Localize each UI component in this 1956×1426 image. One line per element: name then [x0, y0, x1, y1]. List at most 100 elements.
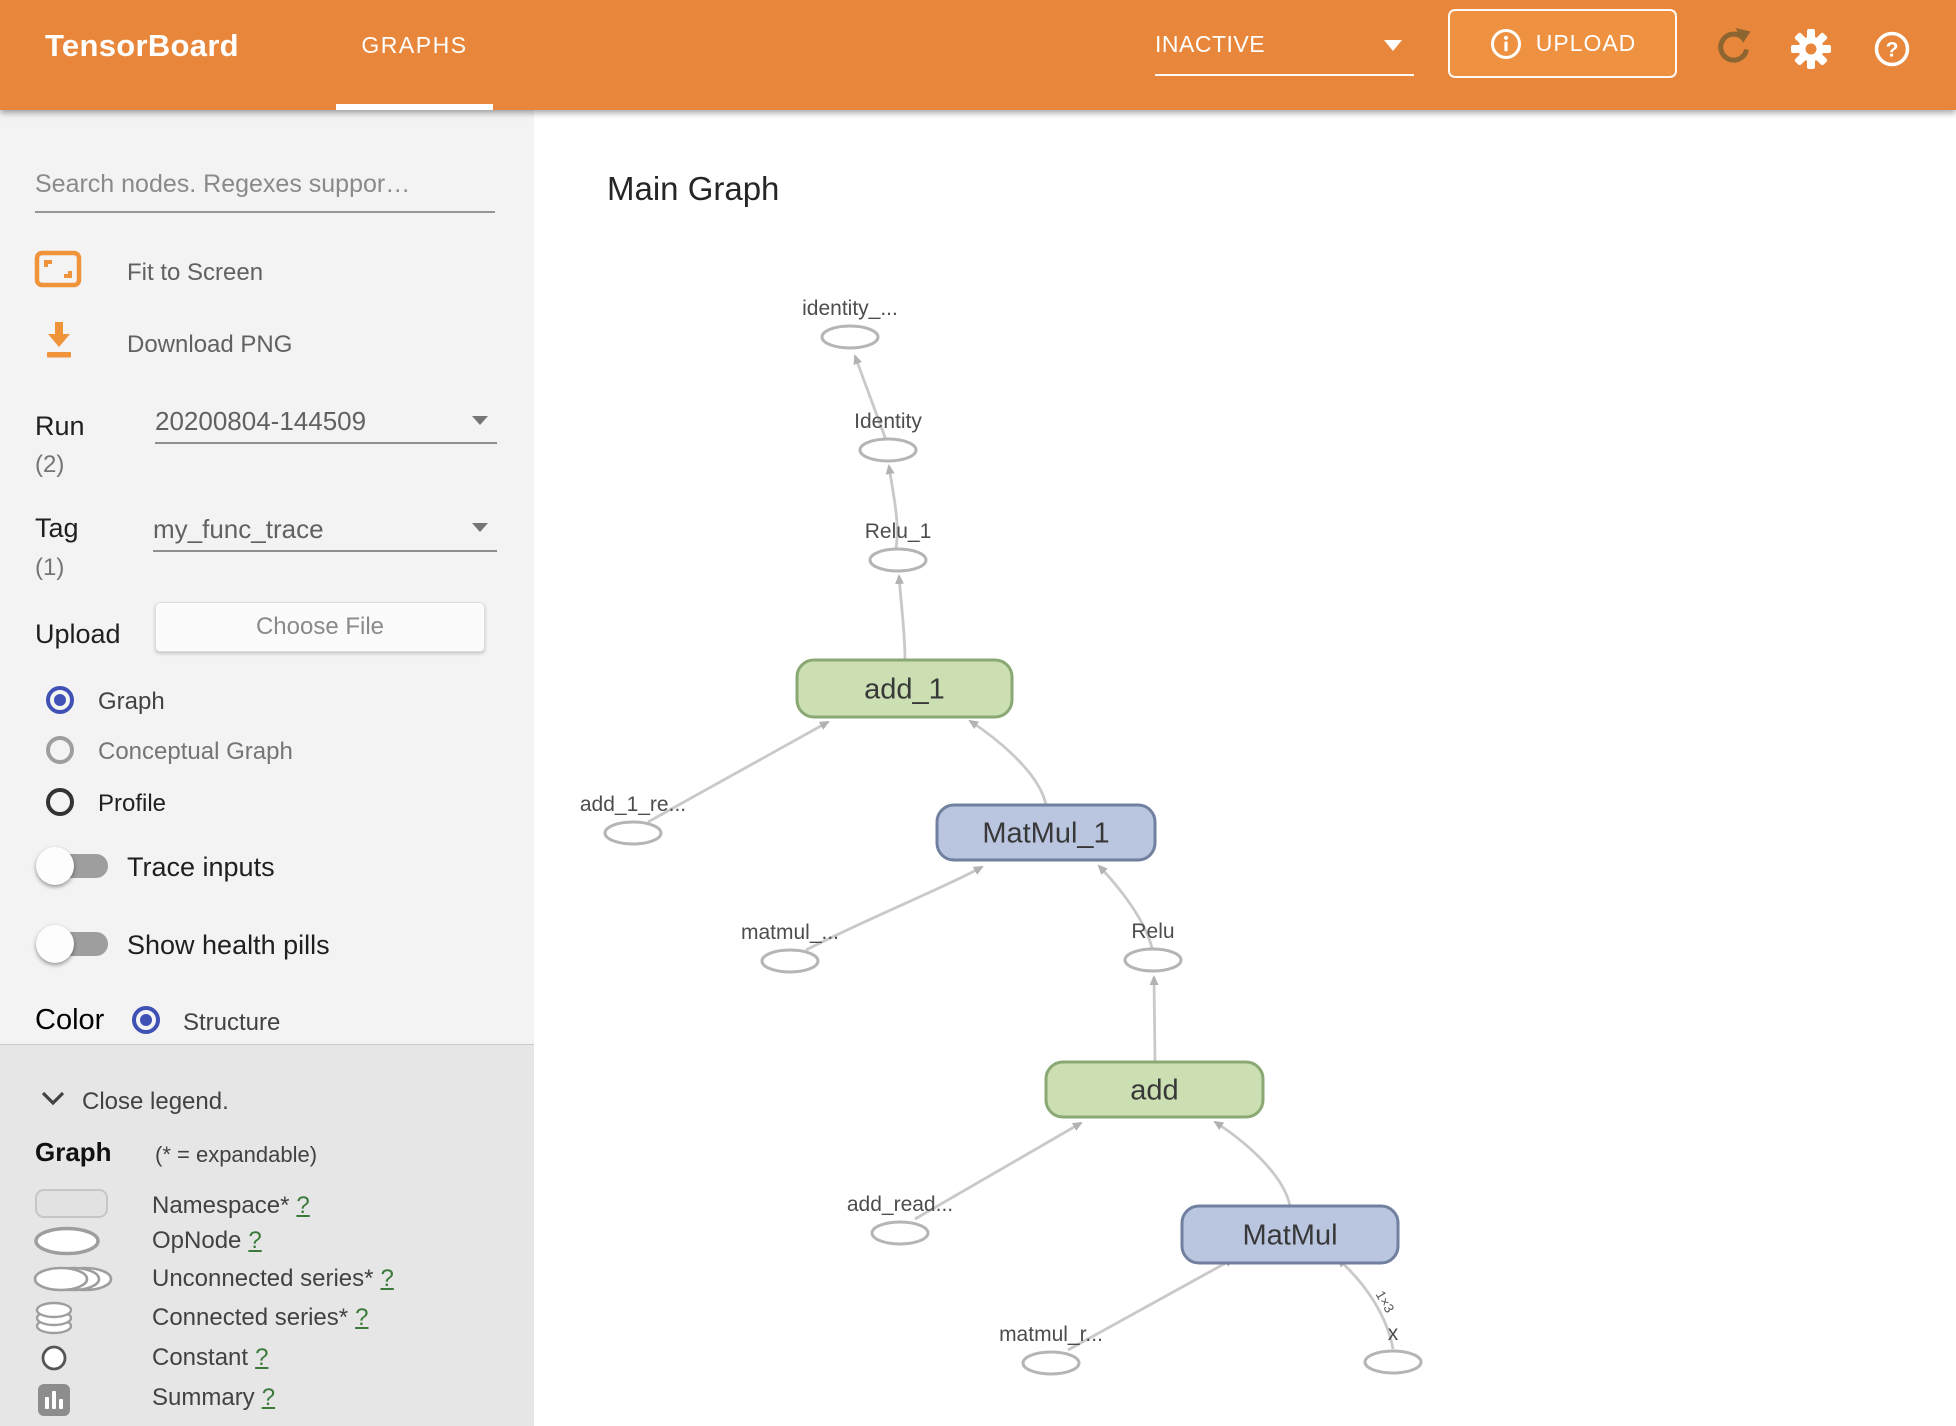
connected-series-help-link[interactable]: ?	[355, 1304, 369, 1331]
search-input[interactable]	[35, 158, 495, 213]
op-node-ellipse[interactable]	[858, 437, 918, 463]
app-header: TensorBoard GRAPHS INACTIVE UPLOAD	[0, 0, 1956, 110]
environment-dropdown[interactable]: INACTIVE	[1155, 31, 1265, 58]
op-node-ellipse[interactable]	[1363, 1349, 1423, 1375]
close-legend-button[interactable]: Close legend.	[0, 1081, 534, 1115]
opnode-help-link[interactable]: ?	[248, 1227, 262, 1254]
op-node-ellipse[interactable]	[868, 547, 928, 573]
show-health-pills-label: Show health pills	[127, 930, 330, 960]
legend-item-namespace: Namespace*?	[152, 1192, 310, 1219]
environment-dropdown-underline	[1155, 74, 1414, 76]
op-node-matmul_r[interactable]: matmul_r...	[999, 1323, 1103, 1376]
meta-node-rect[interactable]	[935, 803, 1157, 862]
meta-node-add[interactable]: add	[1044, 1060, 1265, 1119]
op-node-ellipse[interactable]	[603, 820, 663, 846]
legend-item-constant: Constant?	[152, 1344, 269, 1371]
radio-conceptual-graph[interactable]	[46, 736, 74, 764]
choose-file-button[interactable]: Choose File	[155, 602, 485, 652]
graph-edge-x-to-matmul	[1336, 1257, 1395, 1350]
gear-icon[interactable]	[1789, 27, 1833, 76]
run-dropdown[interactable]: 20200804-144509	[155, 406, 367, 436]
radio-profile[interactable]	[46, 788, 74, 816]
summary-swatch	[38, 1384, 70, 1416]
chevron-down-icon[interactable]	[1384, 40, 1402, 51]
namespace-help-link[interactable]: ?	[296, 1192, 310, 1219]
op-node-relu_1[interactable]: Relu_1	[865, 520, 932, 573]
sidebar: Fit to Screen Download PNG Run (2) 20200…	[0, 110, 535, 1426]
op-node-identity_[interactable]: identity_...	[802, 297, 898, 350]
op-node-label: Relu_1	[865, 520, 932, 543]
tab-graphs-label: GRAPHS	[361, 32, 468, 58]
tag-dropdown[interactable]: my_func_trace	[153, 514, 324, 544]
radio-graph-label[interactable]: Graph	[98, 688, 165, 715]
radio-color-structure[interactable]	[132, 1006, 160, 1034]
radio-color-structure-label[interactable]: Structure	[183, 1009, 281, 1036]
fit-to-screen-icon	[34, 250, 82, 293]
close-legend-label: Close legend.	[82, 1088, 229, 1115]
tab-active-indicator	[336, 104, 493, 110]
legend-heading: Graph	[35, 1137, 112, 1167]
tab-graphs[interactable]: GRAPHS	[336, 32, 493, 59]
legend-item-connected-series: Connected series*?	[152, 1304, 369, 1331]
meta-node-rect[interactable]	[1180, 1204, 1400, 1265]
graph-edge-relu_1-to-identity	[885, 464, 899, 549]
op-node-ellipse[interactable]	[870, 1220, 930, 1246]
edge-shape-label: 1×3	[1373, 1288, 1397, 1315]
download-png-label[interactable]: Download PNG	[127, 331, 293, 358]
op-node-ellipse[interactable]	[820, 324, 880, 350]
graph-edge-matmul_1-to-add_1	[968, 719, 1048, 806]
upload-button[interactable]: UPLOAD	[1448, 9, 1677, 78]
download-png-button[interactable]	[42, 320, 76, 367]
op-node-add_1_re[interactable]: add_1_re...	[580, 793, 686, 846]
chevron-down-icon	[40, 1090, 66, 1111]
op-node-relu[interactable]: Relu	[1123, 920, 1183, 973]
meta-node-add_1[interactable]: add_1	[795, 658, 1014, 719]
fit-to-screen-label[interactable]: Fit to Screen	[127, 259, 264, 286]
op-node-add_read[interactable]: add_read...	[847, 1193, 953, 1246]
refresh-icon[interactable]	[1712, 26, 1754, 75]
environment-dropdown-value: INACTIVE	[1155, 31, 1266, 57]
graph-edge-add_1_re-to-add_1	[647, 720, 830, 824]
tag-label: Tag	[35, 513, 79, 543]
upload-section-label: Upload	[35, 619, 121, 649]
summary-help-link[interactable]: ?	[261, 1384, 276, 1411]
app-title: TensorBoard	[45, 28, 239, 63]
constant-help-link[interactable]: ?	[255, 1344, 269, 1371]
run-count: (2)	[35, 451, 65, 478]
run-dropdown-caret-icon[interactable]	[472, 416, 488, 425]
graph-edge-matmul_-to-matmul_1	[805, 865, 984, 952]
meta-node-label: MatMul_1	[982, 818, 1109, 850]
graph-edge-identity-to-identity_	[853, 354, 888, 441]
upload-button-label: UPLOAD	[1535, 30, 1637, 56]
op-node-ellipse[interactable]	[1123, 947, 1183, 973]
unconnected-series-help-link[interactable]: ?	[380, 1265, 394, 1292]
op-node-label: Identity	[854, 410, 922, 433]
unconnected-series-swatch	[33, 1265, 115, 1298]
op-node-label: Relu	[1131, 920, 1174, 943]
op-node-ellipse[interactable]	[1021, 1350, 1081, 1376]
tag-dropdown-caret-icon[interactable]	[472, 523, 488, 532]
trace-inputs-label: Trace inputs	[127, 852, 275, 882]
meta-node-matmul_1[interactable]: MatMul_1	[935, 803, 1157, 862]
namespace-swatch	[35, 1189, 108, 1218]
op-node-ellipse[interactable]	[760, 948, 820, 974]
radio-profile-label[interactable]: Profile	[98, 790, 167, 817]
radio-graph[interactable]	[46, 686, 74, 714]
fit-to-screen-button[interactable]	[34, 250, 82, 293]
constant-swatch	[40, 1344, 68, 1377]
meta-node-rect[interactable]	[1044, 1060, 1265, 1119]
connected-series-swatch	[33, 1301, 77, 1340]
meta-node-rect[interactable]	[795, 658, 1014, 719]
meta-node-matmul[interactable]: MatMul	[1180, 1204, 1400, 1265]
op-node-label: add_read...	[847, 1193, 953, 1216]
op-node-x[interactable]: x	[1363, 1322, 1423, 1375]
op-node-identity[interactable]: Identity	[854, 410, 922, 463]
trace-inputs-toggle-thumb[interactable]	[36, 847, 74, 885]
help-icon[interactable]: ?	[1872, 29, 1912, 74]
show-health-pills-toggle-thumb[interactable]	[36, 925, 74, 963]
legend-panel: Close legend. Graph (* = expandable) Nam…	[0, 1044, 534, 1426]
radio-conceptual-graph-label[interactable]: Conceptual Graph	[98, 738, 293, 765]
op-node-matmul_[interactable]: matmul_...	[741, 921, 839, 974]
